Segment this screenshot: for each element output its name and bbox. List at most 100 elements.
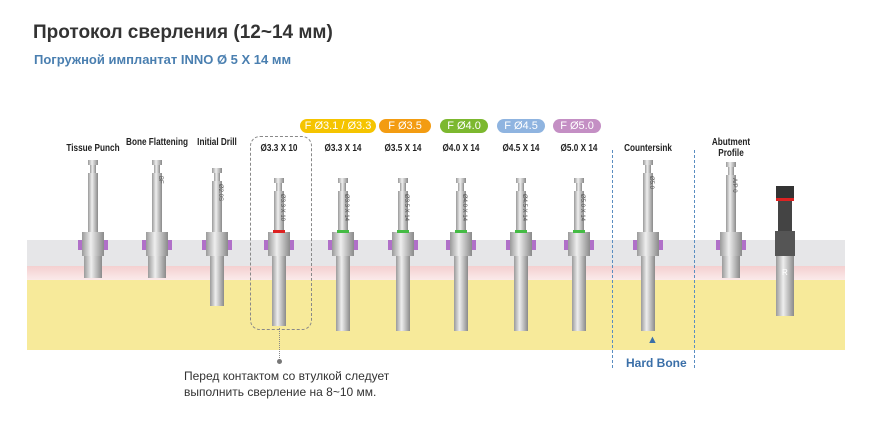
- depth-ring: [273, 230, 285, 233]
- callout-line: [279, 328, 280, 360]
- tool-neck: [154, 165, 160, 173]
- stopper-clip: [78, 240, 82, 250]
- implant-mount: [776, 186, 794, 198]
- tool-shank: [574, 191, 584, 251]
- depth-ring: [573, 230, 585, 233]
- tool-body: [268, 232, 290, 256]
- stopper-clip: [142, 240, 146, 250]
- tool-shank: [338, 191, 348, 251]
- note-line-2: выполнить сверление на 8~10 мм.: [184, 385, 377, 399]
- drill-tip: [396, 256, 410, 331]
- tool-neck: [276, 183, 282, 191]
- hard-bone-divider-right: [694, 150, 695, 368]
- stopper-clip: [388, 240, 392, 250]
- tool-head: [274, 178, 284, 183]
- tool-neck: [728, 167, 734, 175]
- depth-ring: [337, 230, 349, 233]
- stopper-clip: [414, 240, 418, 250]
- tool-label: Initial Drill: [197, 137, 237, 148]
- stopper-clip: [290, 240, 294, 250]
- callout-dot: [277, 359, 282, 364]
- implant-mark: R: [782, 268, 788, 277]
- shank-marking: A/P 0: [731, 178, 737, 193]
- tool-head: [398, 178, 408, 183]
- tool-neck: [576, 183, 582, 191]
- tool-shank: [726, 175, 736, 235]
- shank-marking: Ø3.3 X 10: [279, 194, 285, 222]
- implant-collar: [775, 231, 795, 256]
- stopper-clip: [506, 240, 510, 250]
- hard-bone-divider-left: [612, 150, 613, 368]
- tool-label: Bone Flattening: [126, 137, 188, 148]
- tool-shank: [88, 173, 98, 233]
- tool-label: Ø4.0 X 14: [442, 143, 480, 154]
- hard-bone-label: Hard Bone: [626, 356, 687, 370]
- stopper-clip: [168, 240, 172, 250]
- stopper-clip: [328, 240, 332, 250]
- tool-body: [568, 232, 590, 256]
- implant-ring: [776, 198, 794, 201]
- stopper-clip: [742, 240, 746, 250]
- highlight-box: [250, 136, 312, 330]
- stopper-clip: [659, 240, 663, 250]
- depth-ring: [455, 230, 467, 233]
- tool-head: [574, 178, 584, 183]
- tool-body: [206, 232, 228, 256]
- drill-tip: [210, 256, 224, 306]
- stopper-clip: [354, 240, 358, 250]
- shank-marking: Ø5.0 X 14: [579, 194, 585, 222]
- arrow-up-icon: ▲: [647, 334, 658, 346]
- tool-neck: [340, 183, 346, 191]
- tool-head: [456, 178, 466, 183]
- tool-neck: [518, 183, 524, 191]
- shank-marking: Ø2.0S: [217, 184, 223, 201]
- tool-shank: [398, 191, 408, 251]
- drilling-note: Перед контактом со втулкой следует выпол…: [184, 368, 389, 400]
- tool-tip: [84, 256, 102, 278]
- shank-marking: Ø4.5 X 14: [521, 194, 527, 222]
- tool-head: [726, 162, 736, 167]
- note-line-1: Перед контактом со втулкой следует: [184, 369, 390, 383]
- tool-neck: [400, 183, 406, 191]
- tool-body: [637, 232, 659, 256]
- page-title: Протокол сверления (12~14 мм): [33, 22, 333, 43]
- bone-layer: [27, 280, 845, 350]
- tool-head: [152, 160, 162, 165]
- tool-tip: [148, 256, 166, 278]
- tool-head: [88, 160, 98, 165]
- tool-neck: [458, 183, 464, 191]
- tool-body: [510, 232, 532, 256]
- stopper-clip: [446, 240, 450, 250]
- stopper-clip: [264, 240, 268, 250]
- drill-tip: [272, 256, 286, 326]
- tool-head: [212, 168, 222, 173]
- tool-head: [338, 178, 348, 183]
- shank-marking: Ø3.5 X 14: [403, 194, 409, 222]
- tool-label: Ø3.3 X 14: [324, 143, 362, 154]
- drill-color-pill: F Ø5.0: [553, 119, 601, 133]
- stopper-clip: [590, 240, 594, 250]
- shank-marking: Ø4.0 X 14: [461, 194, 467, 222]
- stopper-clip: [532, 240, 536, 250]
- drill-tip: [336, 256, 350, 331]
- drill-color-pill: F Ø4.0: [440, 119, 488, 133]
- tool-body: [392, 232, 414, 256]
- shank-marking: Ø5.0: [648, 176, 654, 190]
- tool-neck: [645, 165, 651, 173]
- tool-neck: [90, 165, 96, 173]
- tool-shank: [274, 191, 284, 251]
- shank-marking: BF: [157, 176, 163, 184]
- drill-tip: [641, 256, 655, 331]
- stopper-clip: [104, 240, 108, 250]
- tool-neck: [214, 173, 220, 181]
- drill-tip: [454, 256, 468, 331]
- depth-ring: [397, 230, 409, 233]
- tool-label: Ø3.5 X 14: [384, 143, 422, 154]
- drill-tip: [572, 256, 586, 331]
- stopper-clip: [564, 240, 568, 250]
- shank-marking: Ø3.3 X 14: [343, 194, 349, 222]
- drill-color-pill: F Ø4.5: [497, 119, 545, 133]
- implant-driver: [778, 201, 792, 231]
- depth-ring: [515, 230, 527, 233]
- tool-head: [643, 160, 653, 165]
